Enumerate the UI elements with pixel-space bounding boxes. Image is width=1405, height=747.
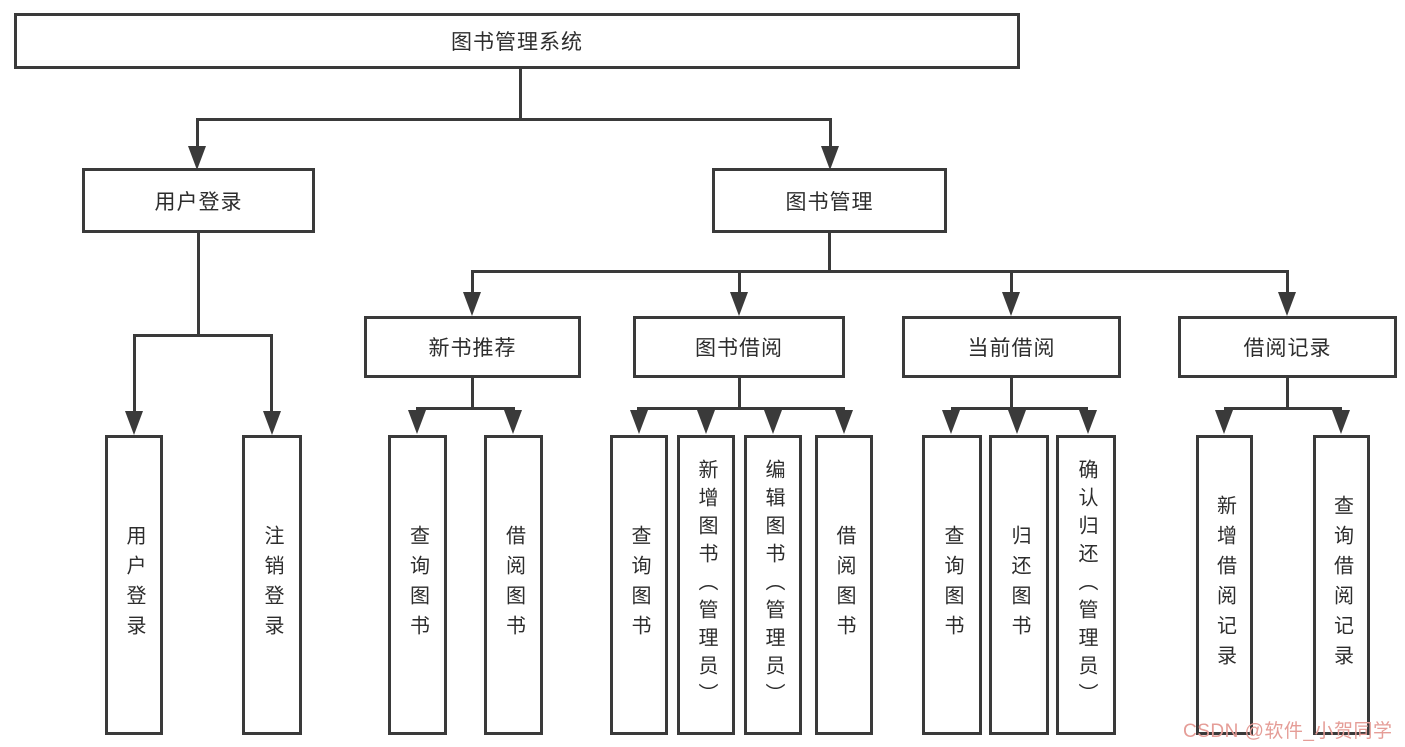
node-new-book-recommendation: 新书推荐: [364, 316, 581, 378]
arrow-down-icon: [821, 146, 839, 170]
connector-line: [197, 233, 200, 337]
leaf-confirm-return-admin: 确认归还（管理员）: [1056, 435, 1116, 735]
connector-line: [1224, 407, 1342, 410]
arrow-down-icon: [504, 410, 522, 434]
connector-line: [828, 233, 831, 273]
node-current-borrowing: 当前借阅: [902, 316, 1121, 378]
node-root-library-management-system: 图书管理系统: [14, 13, 1020, 69]
arrow-down-icon: [263, 411, 281, 435]
connector-line: [951, 407, 1088, 410]
arrow-down-icon: [1079, 410, 1097, 434]
node-book-management: 图书管理: [712, 168, 947, 233]
arrow-down-icon: [697, 410, 715, 434]
arrow-down-icon: [1332, 410, 1350, 434]
connector-line: [829, 118, 832, 148]
leaf-logout: 注销登录: [242, 435, 302, 735]
leaf-add-books-admin: 新增图书（管理员）: [677, 435, 735, 735]
connector-line: [1286, 270, 1289, 294]
leaf-query-books-recommendation: 查询图书: [388, 435, 447, 735]
arrow-down-icon: [764, 410, 782, 434]
connector-line: [196, 118, 199, 148]
connector-line: [738, 378, 741, 410]
arrow-down-icon: [630, 410, 648, 434]
connector-line: [471, 378, 474, 410]
arrow-down-icon: [1278, 292, 1296, 316]
connector-line: [1010, 378, 1013, 410]
arrow-down-icon: [463, 292, 481, 316]
node-user-login: 用户登录: [82, 168, 315, 233]
arrow-down-icon: [408, 410, 426, 434]
leaf-add-borrow-record: 新增借阅记录: [1196, 435, 1253, 735]
connector-line: [519, 69, 522, 121]
leaf-borrow-books-borrowing: 借阅图书: [815, 435, 873, 735]
leaf-query-books-borrowing: 查询图书: [610, 435, 668, 735]
connector-line: [471, 270, 1289, 273]
connector-line: [637, 407, 845, 410]
arrow-down-icon: [730, 292, 748, 316]
connector-line: [196, 118, 832, 121]
arrow-down-icon: [1008, 410, 1026, 434]
leaf-edit-books-admin: 编辑图书（管理员）: [744, 435, 802, 735]
connector-line: [416, 407, 515, 410]
arrow-down-icon: [125, 411, 143, 435]
connector-line: [1286, 378, 1289, 410]
arrow-down-icon: [1215, 410, 1233, 434]
leaf-query-books-current: 查询图书: [922, 435, 982, 735]
csdn-watermark: CSDN @软件_小贺同学: [1183, 721, 1393, 742]
connector-line: [270, 334, 273, 411]
leaf-user-login: 用户登录: [105, 435, 163, 735]
leaf-borrow-books-recommendation: 借阅图书: [484, 435, 543, 735]
arrow-down-icon: [188, 146, 206, 170]
connector-line: [1010, 270, 1013, 294]
leaf-query-borrow-record: 查询借阅记录: [1313, 435, 1370, 735]
arrow-down-icon: [835, 410, 853, 434]
connector-line: [471, 270, 474, 294]
connector-line: [738, 270, 741, 294]
node-borrowing-records: 借阅记录: [1178, 316, 1397, 378]
node-book-borrowing: 图书借阅: [633, 316, 845, 378]
connector-line: [133, 334, 136, 411]
arrow-down-icon: [942, 410, 960, 434]
leaf-return-books: 归还图书: [989, 435, 1049, 735]
connector-line: [133, 334, 273, 337]
arrow-down-icon: [1002, 292, 1020, 316]
